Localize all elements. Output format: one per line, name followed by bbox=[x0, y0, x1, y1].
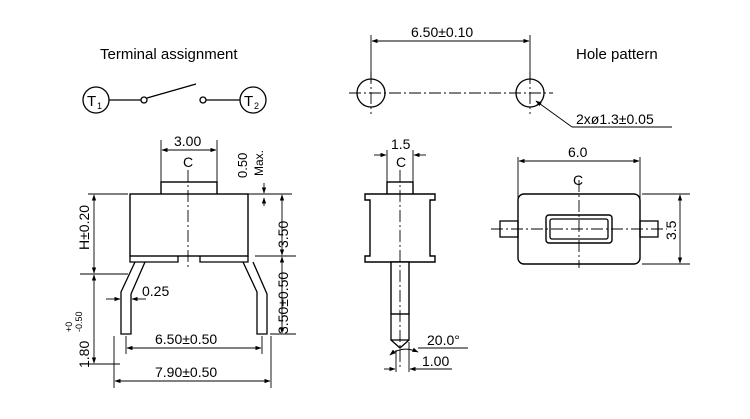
terminal-t2-subscript: 2 bbox=[254, 101, 259, 111]
front-view: 3.00 C 0.50 Max. H±0.20 3.50 bbox=[64, 133, 296, 388]
lead-right bbox=[242, 261, 268, 335]
switch-body bbox=[129, 193, 249, 257]
lead-pitch-value: 6.50±0.50 bbox=[155, 331, 217, 347]
side-button-width-value: 1.5 bbox=[391, 136, 411, 152]
button-plunger bbox=[160, 181, 218, 196]
terminal-t2-circle bbox=[239, 86, 267, 114]
lead-length-tolerance: +0-0.50 bbox=[64, 311, 84, 332]
side-view: 1.5 C 20.0° 1.00 bbox=[364, 136, 468, 372]
side-body bbox=[364, 193, 436, 263]
lead-height-value: 3.50±0.50 bbox=[275, 272, 291, 334]
overall-width-value: 7.90±0.50 bbox=[155, 364, 217, 380]
hole-dia-leader bbox=[535, 100, 573, 128]
switch-contact-left bbox=[140, 96, 148, 104]
terminal-t1-subscript: 1 bbox=[97, 101, 102, 111]
hole-pattern-title: Hole pattern bbox=[576, 46, 658, 63]
switch-blade bbox=[146, 83, 197, 99]
h-value: H±0.20 bbox=[76, 205, 92, 250]
lead-thickness-value: 0.25 bbox=[142, 283, 169, 299]
lead-angle-value: 20.0° bbox=[427, 332, 460, 348]
body-height-value: 3.50 bbox=[275, 221, 291, 248]
button-width-value: 3.00 bbox=[174, 133, 201, 149]
hole-pattern-section: Hole pattern 6.50±0.10 2xø1.3±0.05 bbox=[349, 24, 672, 128]
terminal-t1-label: T bbox=[87, 93, 96, 110]
body-base-step bbox=[129, 256, 249, 263]
button-height-value: 0.50 bbox=[235, 153, 250, 178]
switch-contact-right bbox=[199, 96, 207, 104]
top-width-value: 6.0 bbox=[568, 144, 588, 160]
terminal-assignment-section: Terminal assignment T 1 T 2 bbox=[82, 46, 267, 114]
lead-angle-arc bbox=[389, 347, 419, 356]
terminal-t2-label: T bbox=[244, 93, 253, 110]
terminal-assignment-title: Terminal assignment bbox=[100, 46, 238, 63]
hole-pitch-value: 6.50±0.10 bbox=[411, 24, 473, 40]
lead-left bbox=[120, 261, 146, 335]
front-centerline-mark: C bbox=[183, 154, 193, 170]
lead-tip-value: 1.00 bbox=[422, 353, 449, 369]
hole-dia-value: 2xø1.3±0.05 bbox=[576, 111, 654, 127]
lead-length-value: 1.80 bbox=[76, 341, 92, 368]
top-view: 6.0 C 3.5 bbox=[491, 144, 690, 268]
button-height-unit: Max. bbox=[252, 150, 266, 176]
top-centerline-mark: C bbox=[573, 172, 583, 188]
side-centerline-mark: C bbox=[396, 154, 406, 170]
top-depth-value: 3.5 bbox=[663, 220, 679, 240]
